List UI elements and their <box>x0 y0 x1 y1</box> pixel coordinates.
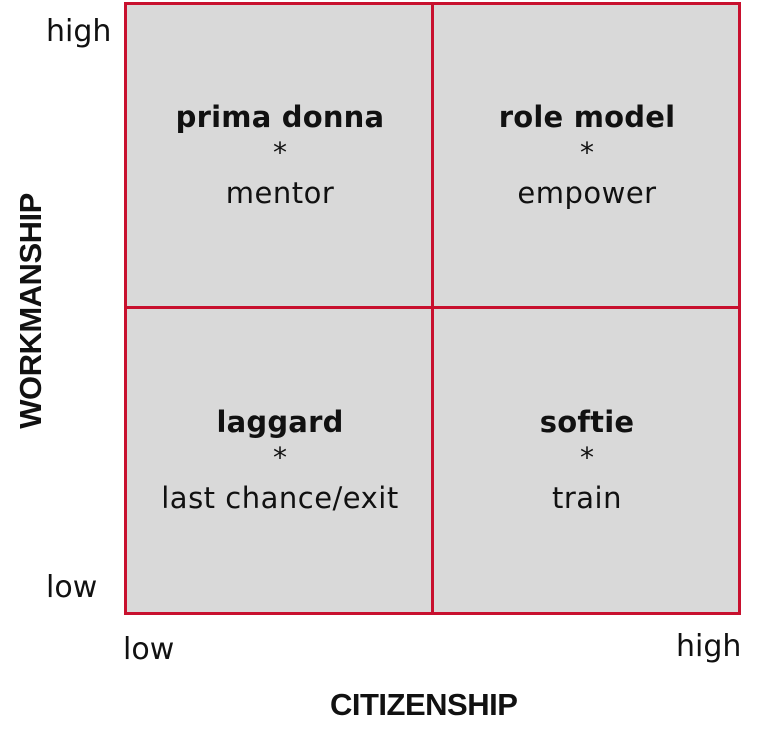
quadrant-laggard: laggard * last chance/exit <box>127 404 433 520</box>
quadrant-action: mentor <box>225 176 335 210</box>
quadrant-title: laggard <box>216 405 344 439</box>
quadrant-title: role model <box>498 100 676 134</box>
y-axis-title: WORKMANSHIP <box>13 193 48 429</box>
quadrant-action: train <box>551 481 622 515</box>
x-axis-title: CITIZENSHIP <box>330 687 518 722</box>
horizontal-divider <box>124 306 741 309</box>
y-axis-high-label: high <box>46 14 112 49</box>
quadrant-action: empower <box>517 176 657 210</box>
x-axis-low-label: low <box>123 632 175 667</box>
quadrant-separator: * <box>580 136 594 169</box>
quadrant-action: last chance/exit <box>161 481 399 515</box>
x-axis-high-label: high <box>676 629 742 664</box>
quadrant-title: softie <box>539 405 635 439</box>
quadrant-separator: * <box>273 136 287 169</box>
quadrant-separator: * <box>273 441 287 474</box>
quadrant-title: prima donna <box>175 100 385 134</box>
y-axis-low-label: low <box>46 570 98 605</box>
quadrant-separator: * <box>580 441 594 474</box>
quadrant-prima-donna: prima donna * mentor <box>127 99 433 215</box>
quadrant-softie: softie * train <box>434 404 740 520</box>
quadrant-role-model: role model * empower <box>434 99 740 215</box>
